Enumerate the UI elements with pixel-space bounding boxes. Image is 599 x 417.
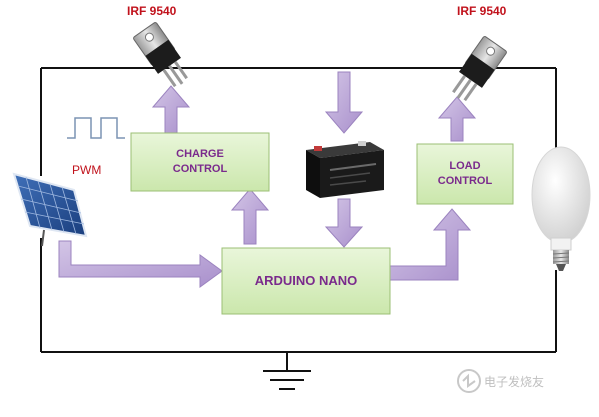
arrow-solar-to-arduino [58, 240, 223, 288]
arrow-top-to-battery [324, 71, 364, 134]
pwm-waveform [67, 117, 125, 139]
transistor-left-label: IRF 9540 [127, 4, 177, 18]
light-bulb-icon [531, 146, 591, 271]
charge-control-line-1: CHARGE [176, 148, 224, 161]
load-control-label: LOAD CONTROL [417, 144, 513, 204]
pwm-label: PWM [72, 163, 102, 177]
arrow-load-to-transistor [437, 96, 477, 142]
circuit-wires [40, 67, 557, 371]
transistor-right-icon [452, 36, 507, 102]
solar-panel-icon [12, 172, 88, 247]
charge-control-block [130, 132, 270, 192]
arrow-charge-to-transistor [151, 85, 191, 134]
transistor-right-label: IRF 9540 [457, 4, 507, 18]
watermark-logo-icon [457, 369, 481, 393]
arrow-arduino-to-load [389, 208, 472, 281]
ground-icon [263, 370, 311, 390]
transistor-left-icon [133, 22, 188, 88]
charge-control-line-2: CONTROL [172, 163, 228, 175]
arduino-nano-block [221, 247, 391, 315]
load-control-line-2: CONTROL [437, 175, 493, 187]
load-control-line-1: LOAD [449, 160, 481, 173]
arrow-battery-to-arduino [324, 198, 364, 248]
arduino-nano-label: ARDUINO NANO [254, 273, 358, 289]
watermark-text: 电子发烧友 [484, 375, 545, 389]
battery-icon [306, 141, 384, 198]
load-control-block [416, 143, 514, 205]
charge-control-label: CHARGE CONTROL [131, 133, 269, 191]
arrow-arduino-to-charge [230, 188, 270, 245]
